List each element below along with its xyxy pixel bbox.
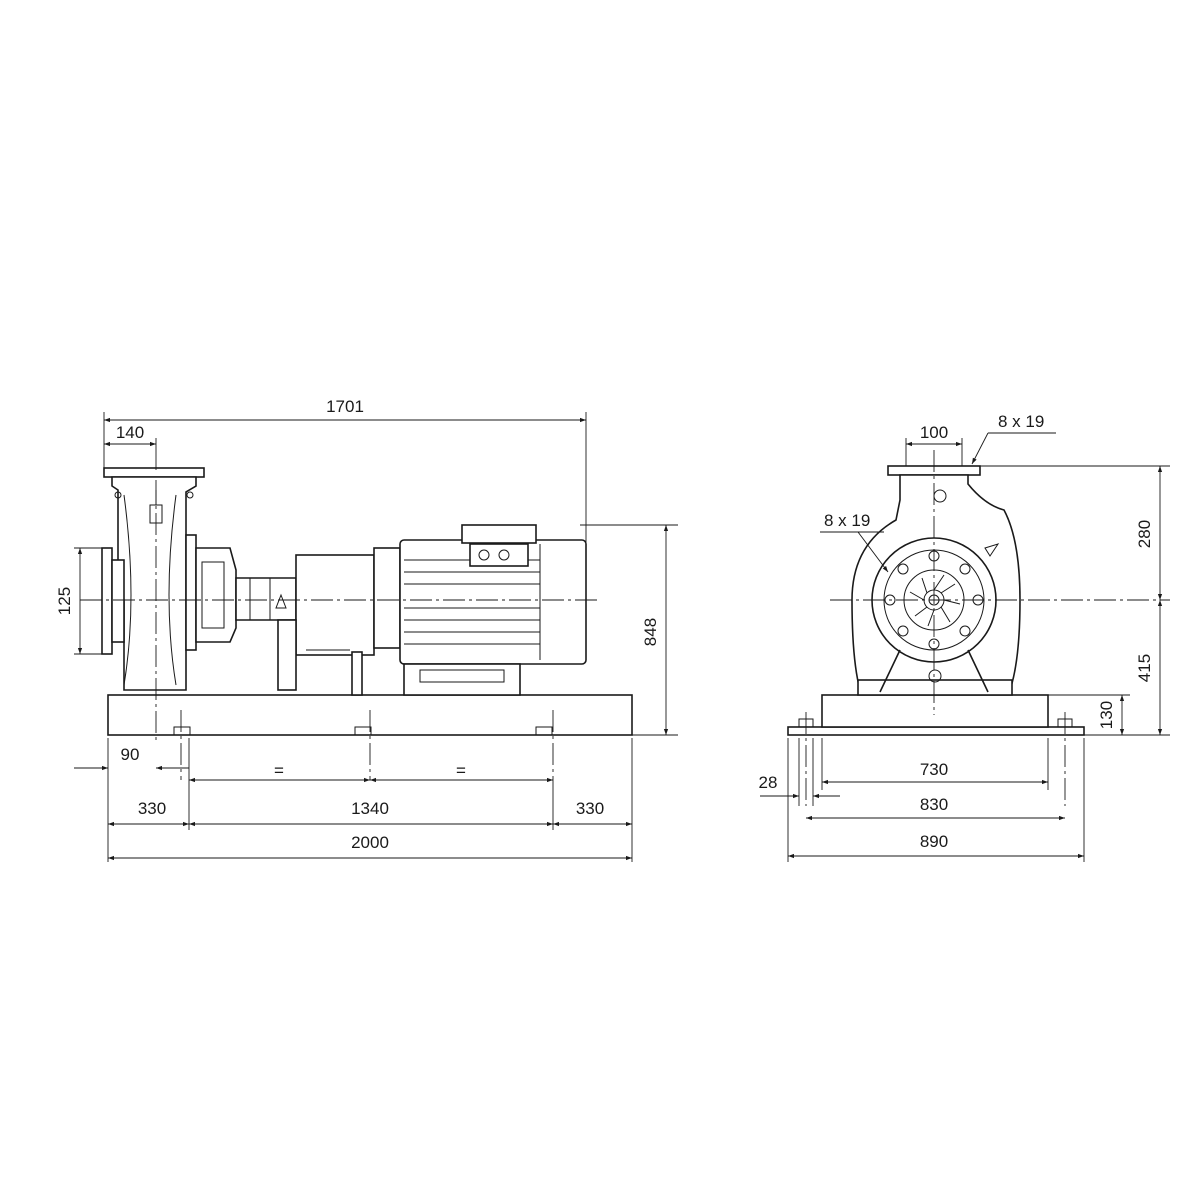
side-base-holes — [173, 726, 553, 736]
dim-label-equal-right: = — [456, 761, 466, 780]
dim-label-280: 280 — [1135, 520, 1154, 548]
dim-label-848: 848 — [641, 618, 660, 646]
leader-suction-holes — [857, 531, 889, 573]
dim-label-890: 890 — [920, 832, 948, 851]
dim-label-100: 100 — [920, 423, 948, 442]
side-pump-casing — [101, 467, 205, 691]
dim-label-830: 830 — [920, 795, 948, 814]
dim-label-1340: 1340 — [351, 799, 389, 818]
dim-label-28: 28 — [759, 773, 778, 792]
dim-label-2000: 2000 — [351, 833, 389, 852]
dim-label-90: 90 — [121, 745, 140, 764]
side-bearing-bracket — [185, 534, 297, 651]
dim-label-1701: 1701 — [326, 397, 364, 416]
label-suction-holes: 8 x 19 — [824, 511, 870, 530]
front-view: 8 x 19 8 x 19 100 280 415 130 28 — [759, 412, 1170, 862]
dim-label-130: 130 — [1097, 701, 1116, 729]
front-base-frame — [821, 694, 1049, 728]
side-view: 1701 140 125 848 90 = = 330 1340 330 200… — [55, 397, 678, 862]
side-motor — [373, 524, 587, 696]
dim-label-equal-left: = — [274, 761, 284, 780]
dim-label-330-left: 330 — [138, 799, 166, 818]
dim-label-415: 415 — [1135, 654, 1154, 682]
side-extension-lines — [74, 412, 678, 862]
dim-label-125: 125 — [55, 587, 74, 615]
side-coupling — [277, 554, 375, 696]
front-extension-lines — [787, 438, 1170, 862]
dim-label-140: 140 — [116, 423, 144, 442]
dim-label-330-right: 330 — [576, 799, 604, 818]
front-base-plate — [787, 726, 1085, 736]
dim-label-730: 730 — [920, 760, 948, 779]
leader-discharge-holes — [971, 432, 989, 465]
label-discharge-holes: 8 x 19 — [998, 412, 1044, 431]
